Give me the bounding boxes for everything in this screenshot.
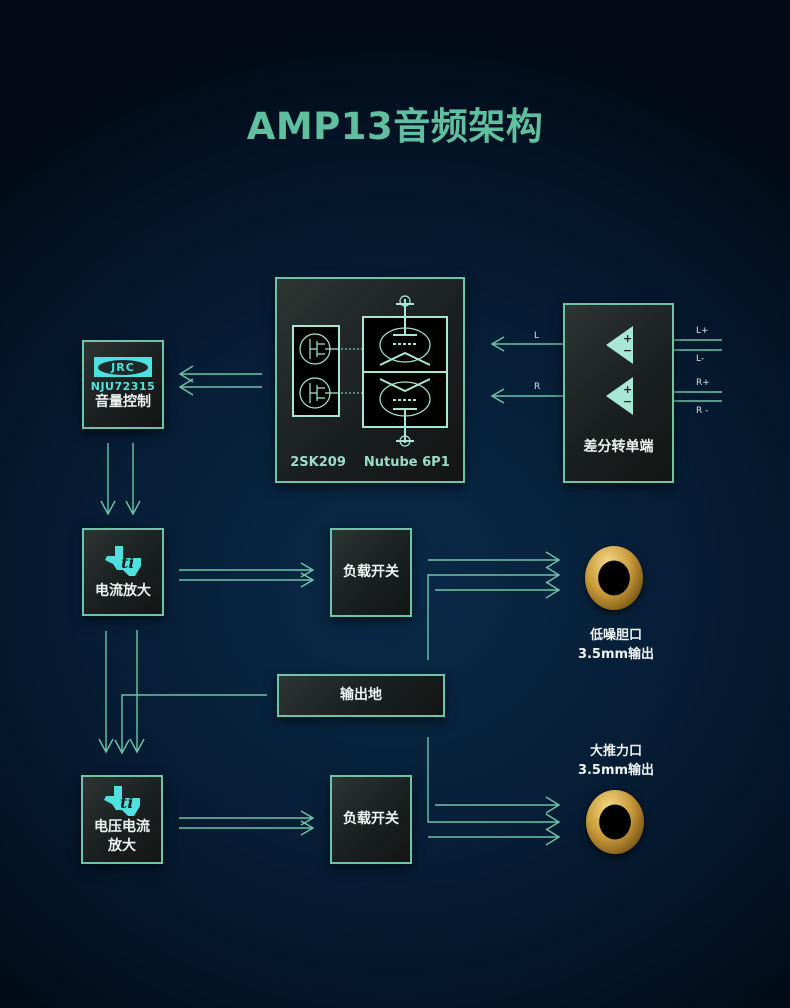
current-amp-block: ti 电流放大	[82, 528, 164, 616]
load-switch-2-block: 负载开关	[330, 775, 412, 864]
signal-r-plus: R+	[696, 378, 710, 388]
volume-control-label: 音量控制	[95, 394, 151, 410]
load-switch-2-label: 负载开关	[343, 811, 399, 827]
volume-control-block: JRC NJU72315 音量控制	[82, 340, 164, 429]
tube-output-jack-icon	[585, 546, 643, 610]
svg-text:ti: ti	[120, 793, 133, 812]
tube-schematic-icon	[292, 295, 448, 447]
vc-amp-label-line2: 放大	[108, 837, 136, 854]
voltage-current-amp-block: ti 电压电流 放大	[81, 775, 163, 864]
load-switch-1-block: 负载开关	[330, 528, 412, 617]
vc-amp-label-line1: 电压电流	[94, 818, 150, 835]
signal-l: L	[534, 331, 540, 341]
power-output-label: 大推力口 3.5mm输出	[577, 744, 655, 778]
diff-to-single-block: 差分转单端	[563, 303, 674, 483]
output-ground-block: 输出地	[277, 674, 445, 717]
jrc-logo-icon: JRC	[94, 357, 152, 377]
nutube-label: Nutube 6P1	[363, 455, 450, 470]
signal-l-plus: L+	[696, 326, 709, 336]
svg-text:ti: ti	[121, 553, 134, 572]
ti-logo-icon: ti	[105, 545, 141, 576]
diff-to-single-label: 差分转单端	[583, 439, 654, 455]
page-title: AMP13音频架构	[246, 105, 544, 148]
ti-logo-icon: ti	[104, 785, 140, 816]
tube-stage-block: 2SK209 Nutube 6P1	[275, 277, 465, 483]
output-ground-label: 输出地	[340, 687, 382, 703]
jfet-label: 2SK209	[290, 455, 346, 470]
chip-model: NJU72315	[90, 380, 156, 393]
signal-l-minus: L-	[696, 354, 705, 364]
signal-r: R	[534, 382, 541, 392]
current-amp-label: 电流放大	[95, 582, 151, 599]
power-output-jack-icon	[586, 790, 644, 854]
load-switch-1-label: 负载开关	[343, 564, 399, 580]
tube-output-label: 低噪胆口 3.5mm输出	[577, 628, 655, 662]
signal-r-minus: R -	[696, 406, 709, 416]
